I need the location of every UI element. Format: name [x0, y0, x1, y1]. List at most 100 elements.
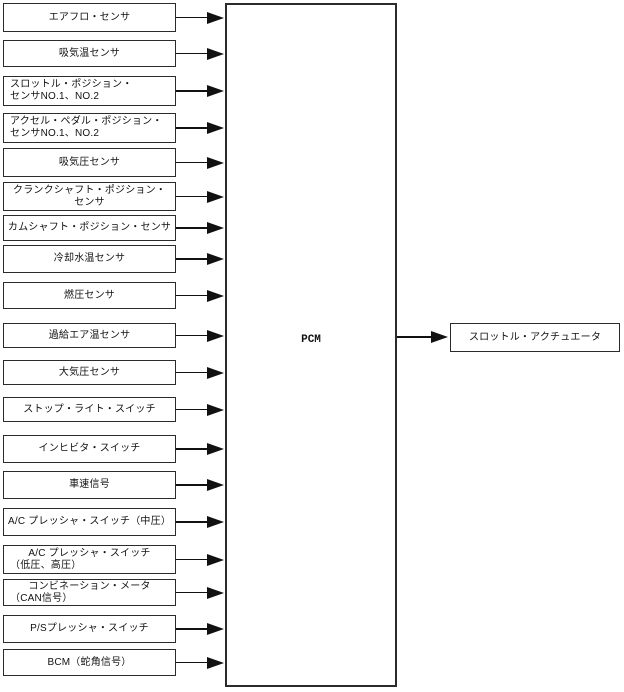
input-box-label: 燃圧センサ [64, 289, 115, 301]
input-box-label: 吸気温センサ [58, 47, 121, 59]
input-arrow [176, 222, 224, 234]
input-arrow [176, 156, 224, 169]
input-box-label: 車速信号 [69, 479, 110, 490]
arrow-shaft [176, 90, 211, 92]
arrowhead-icon [207, 156, 224, 169]
input-box: 冷却水温センサ [3, 245, 176, 273]
arrow-shaft [176, 52, 211, 55]
input-arrow [176, 366, 224, 379]
input-box: エアフロ・センサ [3, 3, 176, 32]
input-box: コンビネーション・メータ（CAN信号） [3, 579, 176, 606]
input-box: アクセル・ペダル・ポジション・センサNO.1、NO.2 [3, 113, 176, 143]
input-box-label: スロットル・ポジション・ [10, 79, 133, 90]
input-box-label: （低圧、高圧） [10, 559, 82, 571]
input-box-label: ストップ・ライト・スイッチ [23, 403, 156, 415]
input-box-label: 過給エア温センサ [48, 329, 131, 341]
arrowhead-icon [207, 47, 224, 60]
output-box-label: スロットル・アクチュエータ [468, 331, 602, 343]
input-arrow [176, 553, 224, 566]
input-box-label: P/Sプレッシャ・スイッチ [30, 623, 149, 634]
input-box-label: クランクシャフト・ポジション・ [13, 184, 166, 196]
arrowhead-icon [207, 516, 224, 528]
arrowhead-icon [207, 122, 224, 134]
arrowhead-icon [207, 329, 224, 342]
input-box-label: 吸気圧センサ [58, 156, 121, 168]
input-arrow [176, 479, 224, 491]
arrow-shaft [176, 127, 211, 129]
input-box-label: エアフロ・センサ [48, 11, 131, 23]
input-box: 車速信号 [3, 471, 176, 499]
input-box: インヒビタ・スイッチ [3, 435, 176, 463]
arrow-shaft [176, 161, 211, 164]
input-arrow [176, 122, 224, 134]
input-arrow [176, 47, 224, 60]
input-box-label: インヒビタ・スイッチ [38, 443, 141, 454]
input-box: A/C プレッシャ・スイッチ（中圧） [3, 508, 176, 536]
input-box: 吸気圧センサ [3, 148, 176, 177]
arrow-shaft [176, 628, 211, 630]
input-box: 過給エア温センサ [3, 323, 176, 348]
arrow-shaft [176, 371, 211, 374]
arrow-shaft [176, 521, 211, 523]
input-arrow [176, 11, 224, 24]
input-box: スロットル・ポジション・センサNO.1、NO.2 [3, 76, 176, 106]
input-box-label: カムシャフト・ポジション・センサ [7, 222, 172, 233]
input-box: カムシャフト・ポジション・センサ [3, 215, 176, 241]
input-box: クランクシャフト・ポジション・センサ [3, 182, 176, 211]
input-arrow [176, 586, 224, 599]
arrowhead-icon [207, 289, 224, 302]
input-arrow [176, 656, 224, 669]
input-box-label: センサ [74, 196, 105, 208]
arrowhead-icon [207, 623, 224, 635]
input-box-label: （CAN信号） [10, 592, 73, 604]
input-arrow [176, 190, 224, 203]
arrow-shaft [176, 294, 211, 297]
input-box: BCM（蛇角信号） [3, 649, 176, 676]
input-box: 燃圧センサ [3, 282, 176, 309]
input-arrow [176, 289, 224, 302]
arrow-shaft [176, 195, 211, 198]
arrow-shaft [176, 591, 211, 594]
input-box-label: BCM（蛇角信号） [47, 656, 132, 668]
arrowhead-icon [207, 443, 224, 455]
pcm-label: PCM [301, 334, 321, 346]
arrowhead-icon [207, 253, 224, 265]
input-arrow [176, 85, 224, 97]
arrow-shaft [397, 336, 435, 338]
input-box-label: A/C プレッシャ・スイッチ [28, 547, 151, 559]
arrow-shaft [176, 227, 211, 229]
input-box: P/Sプレッシャ・スイッチ [3, 615, 176, 643]
arrowhead-icon [207, 479, 224, 491]
input-box: 大気圧センサ [3, 360, 176, 385]
arrowhead-icon [207, 656, 224, 669]
arrowhead-icon [207, 586, 224, 599]
input-arrow [176, 516, 224, 528]
arrow-shaft [176, 558, 211, 561]
arrow-shaft [176, 258, 211, 260]
input-box-label: A/C プレッシャ・スイッチ（中圧） [7, 516, 172, 527]
input-arrow [176, 443, 224, 455]
arrowhead-icon [207, 85, 224, 97]
input-box-label: アクセル・ペダル・ポジション・ [10, 116, 163, 127]
arrow-shaft [176, 408, 211, 411]
arrowhead-icon [207, 366, 224, 379]
arrow-shaft [176, 334, 211, 337]
input-box: 吸気温センサ [3, 40, 176, 67]
arrowhead-icon [207, 403, 224, 416]
arrowhead-icon [207, 11, 224, 24]
arrowhead-icon [207, 222, 224, 234]
output-box: スロットル・アクチュエータ [450, 323, 620, 352]
input-arrow [176, 403, 224, 416]
output-arrow [397, 331, 448, 343]
arrowhead-icon [207, 553, 224, 566]
input-arrow [176, 253, 224, 265]
arrow-shaft [176, 448, 211, 450]
input-box-label: センサNO.1、NO.2 [10, 128, 100, 139]
arrowhead-icon [207, 190, 224, 203]
arrowhead-icon [431, 331, 448, 343]
input-box: A/C プレッシャ・スイッチ（低圧、高圧） [3, 545, 176, 574]
input-box-label: センサNO.1、NO.2 [10, 91, 100, 102]
input-box: ストップ・ライト・スイッチ [3, 397, 176, 422]
pcm-box: PCM [225, 3, 397, 687]
